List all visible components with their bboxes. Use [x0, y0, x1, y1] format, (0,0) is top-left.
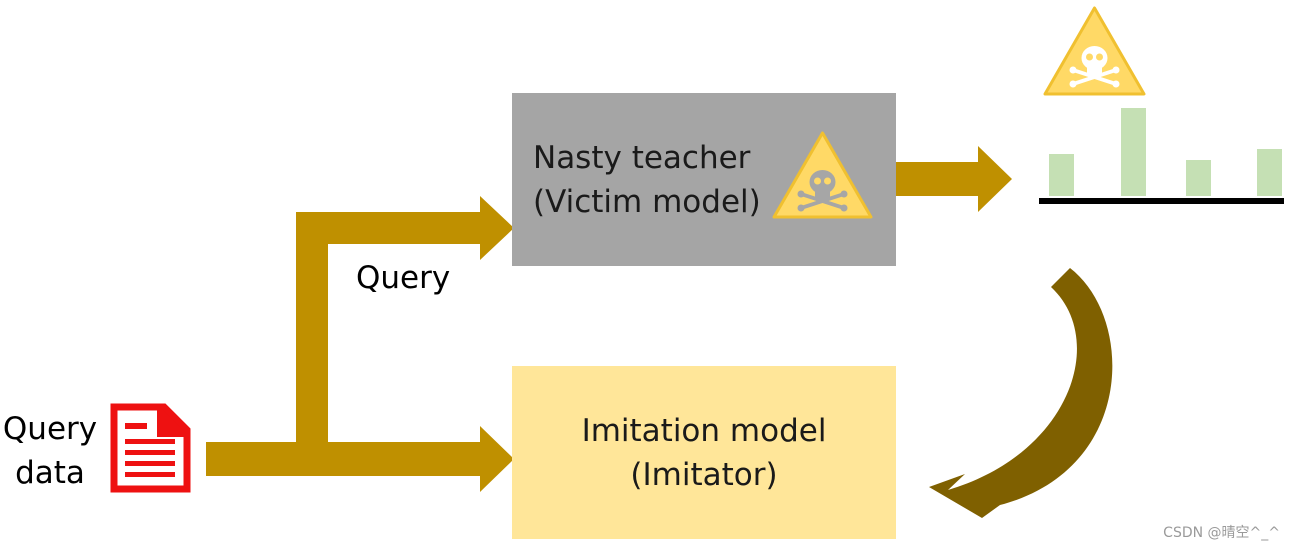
- document-icon: [110, 403, 191, 493]
- query-data-label: Query data: [0, 407, 100, 495]
- arrow-to-teacher: [296, 196, 514, 442]
- curved-feedback-arrow: [929, 268, 1113, 518]
- skull-warning-icon: [1043, 6, 1146, 96]
- skull-warning-icon: [772, 131, 873, 219]
- imitator-title: Imitation model: [581, 412, 827, 449]
- arrow-to-imitator: [206, 426, 514, 492]
- output-bar: [1257, 149, 1282, 196]
- imitation-model-box: Imitation model (Imitator): [512, 366, 896, 539]
- query-data-line2: data: [15, 455, 85, 491]
- teacher-title: Nasty teacher: [533, 139, 751, 176]
- output-baseline: [1039, 198, 1284, 204]
- watermark: CSDN @晴空^_^: [1163, 525, 1280, 541]
- query-label: Query: [356, 260, 451, 296]
- teacher-subtitle: (Victim model): [533, 183, 761, 220]
- output-bar: [1049, 154, 1074, 196]
- arrow-to-output: [896, 146, 1012, 212]
- query-data-line1: Query: [2, 411, 98, 447]
- imitator-subtitle: (Imitator): [630, 456, 778, 493]
- output-bar: [1186, 160, 1211, 196]
- output-bar: [1121, 108, 1146, 196]
- output-distribution: [1039, 108, 1284, 204]
